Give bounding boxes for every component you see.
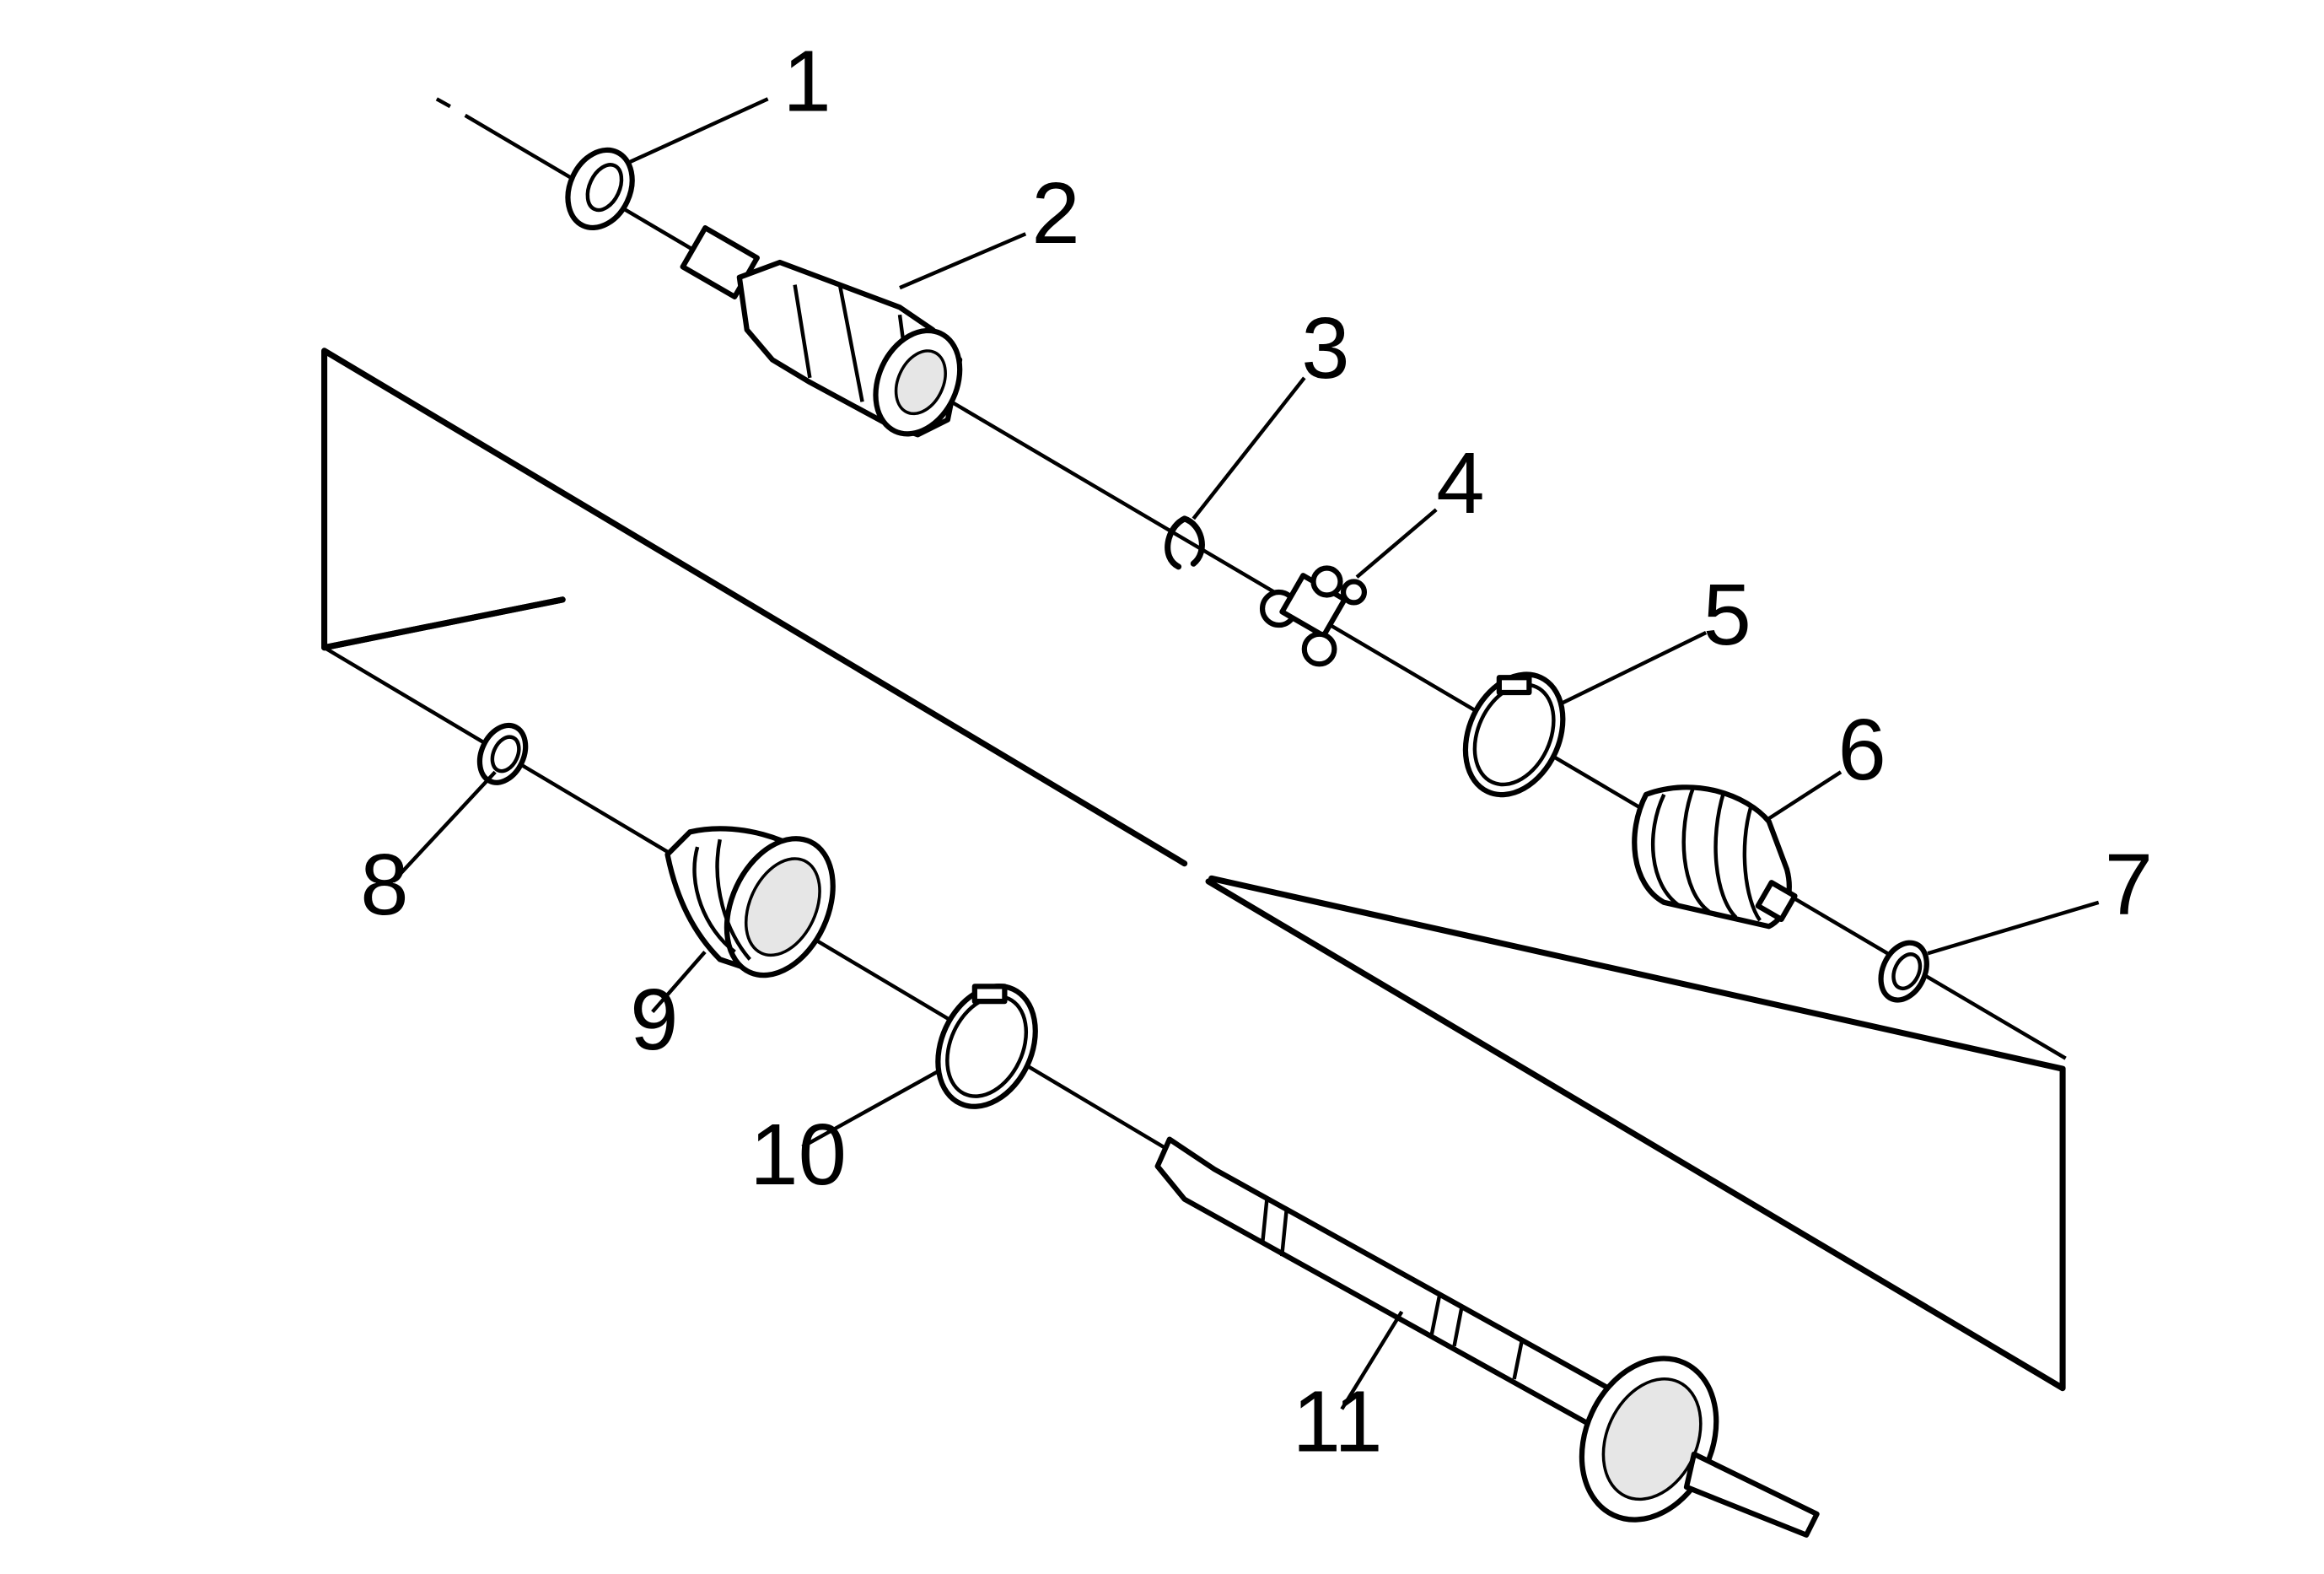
part-8-small-clamp [476,722,529,785]
callout-7: 7 [2105,836,2153,933]
callout-1: 1 [783,33,831,130]
callout-9: 9 [630,971,678,1068]
part-11-axle-shaft [1154,1136,1820,1538]
leader-lines [391,97,2100,1410]
part-5-clamp [1462,671,1566,798]
part-1-seal [565,147,635,231]
callout-labels: 1 2 3 4 5 6 7 8 9 10 11 [360,33,2153,1470]
part-2-inner-joint-housing [680,225,963,438]
part-10-clamp [935,984,1038,1109]
assembly-frame [321,348,2066,1392]
callout-10: 10 [750,1106,847,1203]
callout-2: 2 [1031,164,1079,261]
part-3-retaining-ring [1165,515,1205,570]
upper-centerline [435,97,2067,1060]
part-4-spider-assembly [1259,565,1368,667]
part-6-boot [1632,784,1798,930]
callout-6: 6 [1837,701,1886,798]
callout-3: 3 [1301,299,1349,396]
part-7-small-clamp [1878,940,1929,1003]
callout-8: 8 [360,836,408,933]
part-9-boot [664,826,836,978]
callout-11: 11 [1293,1372,1383,1469]
callout-4: 4 [1436,434,1484,531]
callout-5: 5 [1703,566,1751,663]
